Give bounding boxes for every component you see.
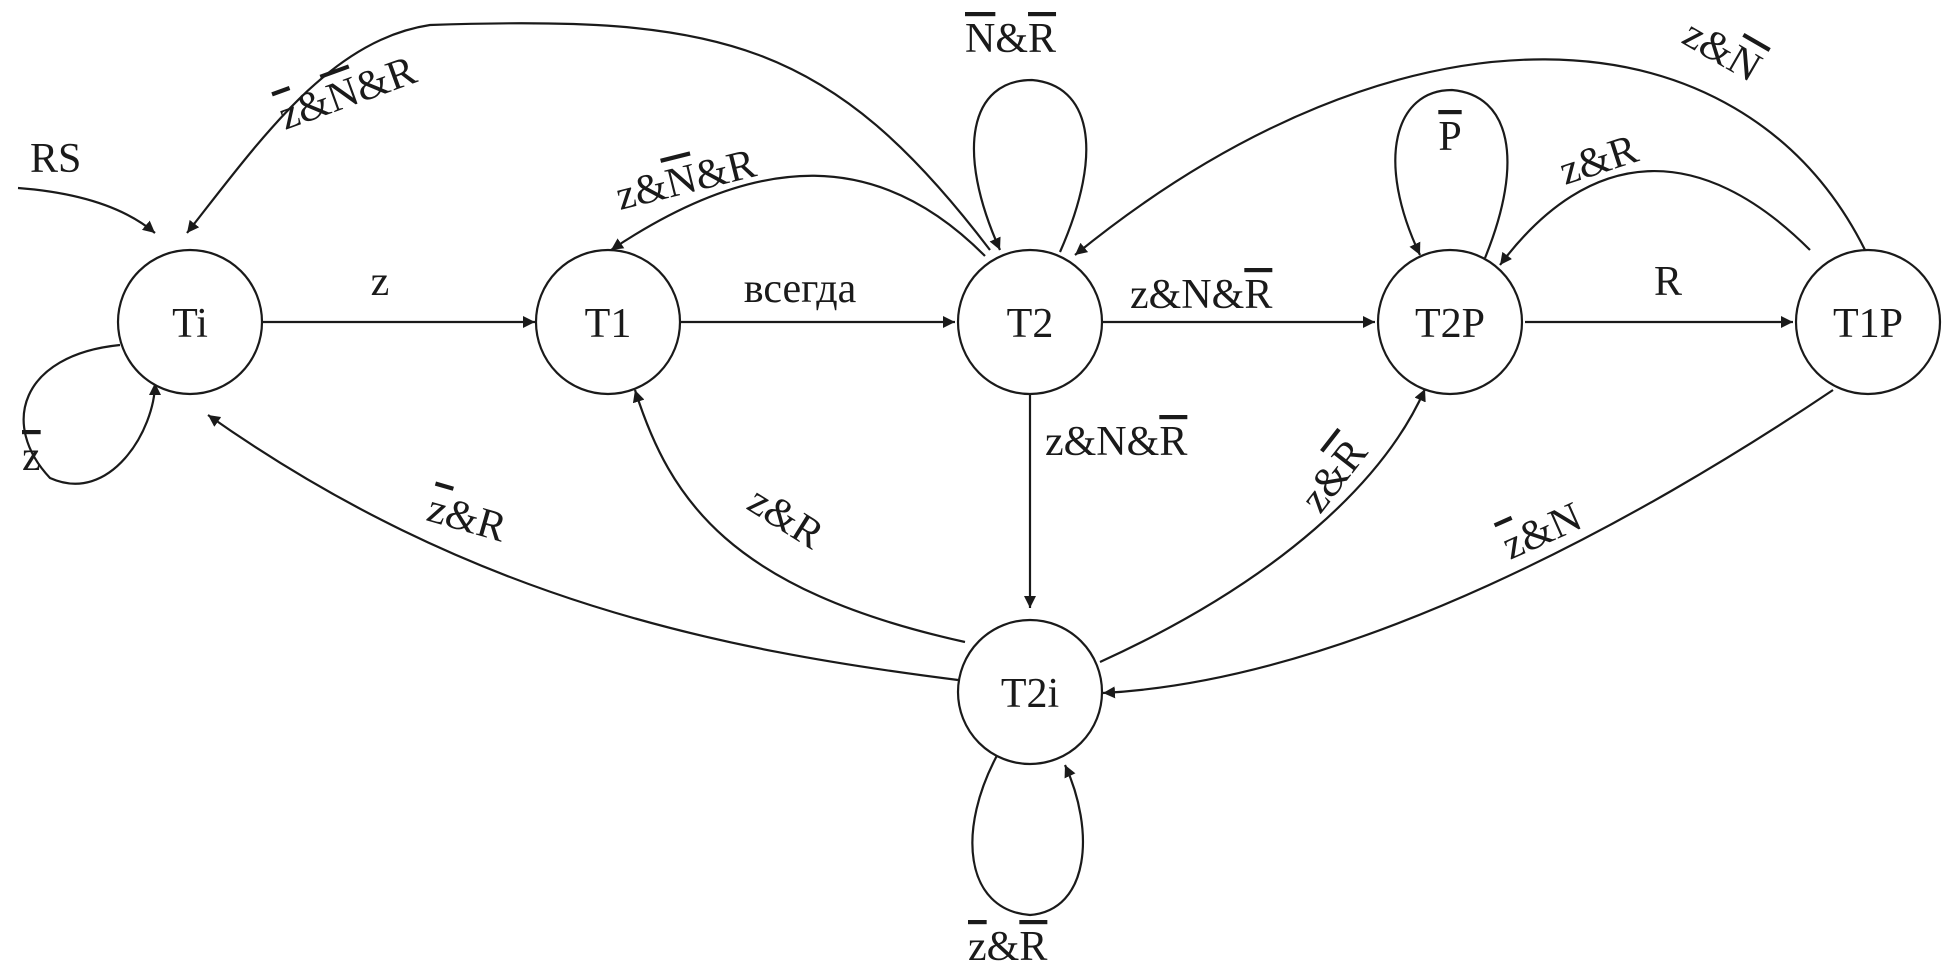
edge-t2i-to-ti bbox=[207, 414, 959, 682]
label-rs-to-ti: RS bbox=[30, 136, 81, 182]
node-t1p-label: T1P bbox=[1833, 301, 1903, 347]
label-t2-to-t2p-part-b: R bbox=[1244, 272, 1272, 318]
node-t2i: T2i bbox=[956, 618, 1104, 766]
edge-t2-to-ti bbox=[186, 22, 991, 251]
node-t2-label: T2 bbox=[1007, 301, 1054, 347]
label-t2-self-loop: N&R bbox=[965, 16, 1056, 62]
edge-t2i-self-loop bbox=[971, 749, 1085, 917]
label-t2-to-t2p: z&N&R bbox=[1130, 272, 1272, 318]
label-t2-to-t2i: z&N&R bbox=[1045, 419, 1187, 465]
edge-t2-to-t1 bbox=[610, 174, 986, 257]
label-t2p-to-t1p: R bbox=[1654, 259, 1682, 305]
label-t2p-self-loop: P bbox=[1438, 114, 1461, 160]
node-t1: T1 bbox=[534, 248, 682, 396]
label-t1p-to-t2p: z&R bbox=[1554, 126, 1644, 194]
label-t2i-self-loop-part-a: z bbox=[968, 924, 987, 970]
node-t2p: T2P bbox=[1376, 248, 1524, 396]
label-t2-to-t2i-part-b: R bbox=[1159, 419, 1187, 465]
label-t2i-self-loop-part-b: & bbox=[987, 924, 1020, 970]
label-t2-self-loop-part-b: & bbox=[995, 16, 1028, 62]
label-t2i-to-t2p: z&R bbox=[1292, 430, 1377, 521]
edge-t2i-to-t2p bbox=[1099, 388, 1427, 664]
node-t2: T2 bbox=[956, 248, 1104, 396]
node-ti-label: Ti bbox=[172, 301, 208, 347]
node-t1-label: T1 bbox=[585, 301, 632, 347]
edge-t2i-to-t1 bbox=[632, 389, 966, 644]
edge-t1p-to-t2 bbox=[1074, 58, 1866, 256]
node-t2p-label: T2P bbox=[1415, 301, 1485, 347]
edge-t1p-to-t2p bbox=[1499, 169, 1811, 266]
label-t2-to-t2i-part-a: z&N& bbox=[1045, 419, 1159, 465]
label-t2-to-t1: z&N&R bbox=[611, 141, 760, 220]
edge-rs-to-ti bbox=[17, 186, 156, 234]
edge-t2p-self-loop bbox=[1394, 88, 1509, 259]
node-ti: Ti bbox=[116, 248, 264, 396]
label-t2i-self-loop-part-c: R bbox=[1019, 924, 1047, 970]
node-t1p: T1P bbox=[1794, 248, 1942, 396]
label-t2-self-loop-part-a: N bbox=[965, 16, 995, 62]
label-t2-to-t2p-part-a: z&N& bbox=[1130, 272, 1244, 318]
label-t1p-to-t2i: z&N bbox=[1495, 494, 1588, 569]
label-t2-self-loop-part-c: R bbox=[1028, 16, 1056, 62]
edge-ti-self-loop bbox=[22, 343, 161, 485]
label-t2i-self-loop: z&R bbox=[968, 924, 1047, 970]
label-t1-to-t2: всегда bbox=[744, 266, 857, 312]
label-t1p-to-t2: z&N bbox=[1675, 11, 1769, 92]
label-t2i-to-ti-part-b: &R bbox=[440, 491, 511, 552]
label-t2i-to-ti: z&R bbox=[422, 485, 511, 551]
label-ti-self-loop: z bbox=[22, 434, 41, 480]
label-t2-to-t1-part-c: &R bbox=[691, 141, 761, 200]
edge-t2-self-loop bbox=[972, 78, 1088, 253]
node-t2i-label: T2i bbox=[1001, 671, 1059, 717]
label-t2-to-ti: z&N&R bbox=[273, 47, 423, 139]
label-ti-to-t1: z bbox=[371, 259, 390, 305]
edge-t1p-to-t2i bbox=[1102, 389, 1834, 699]
label-t2i-to-t1: z&R bbox=[740, 477, 832, 558]
